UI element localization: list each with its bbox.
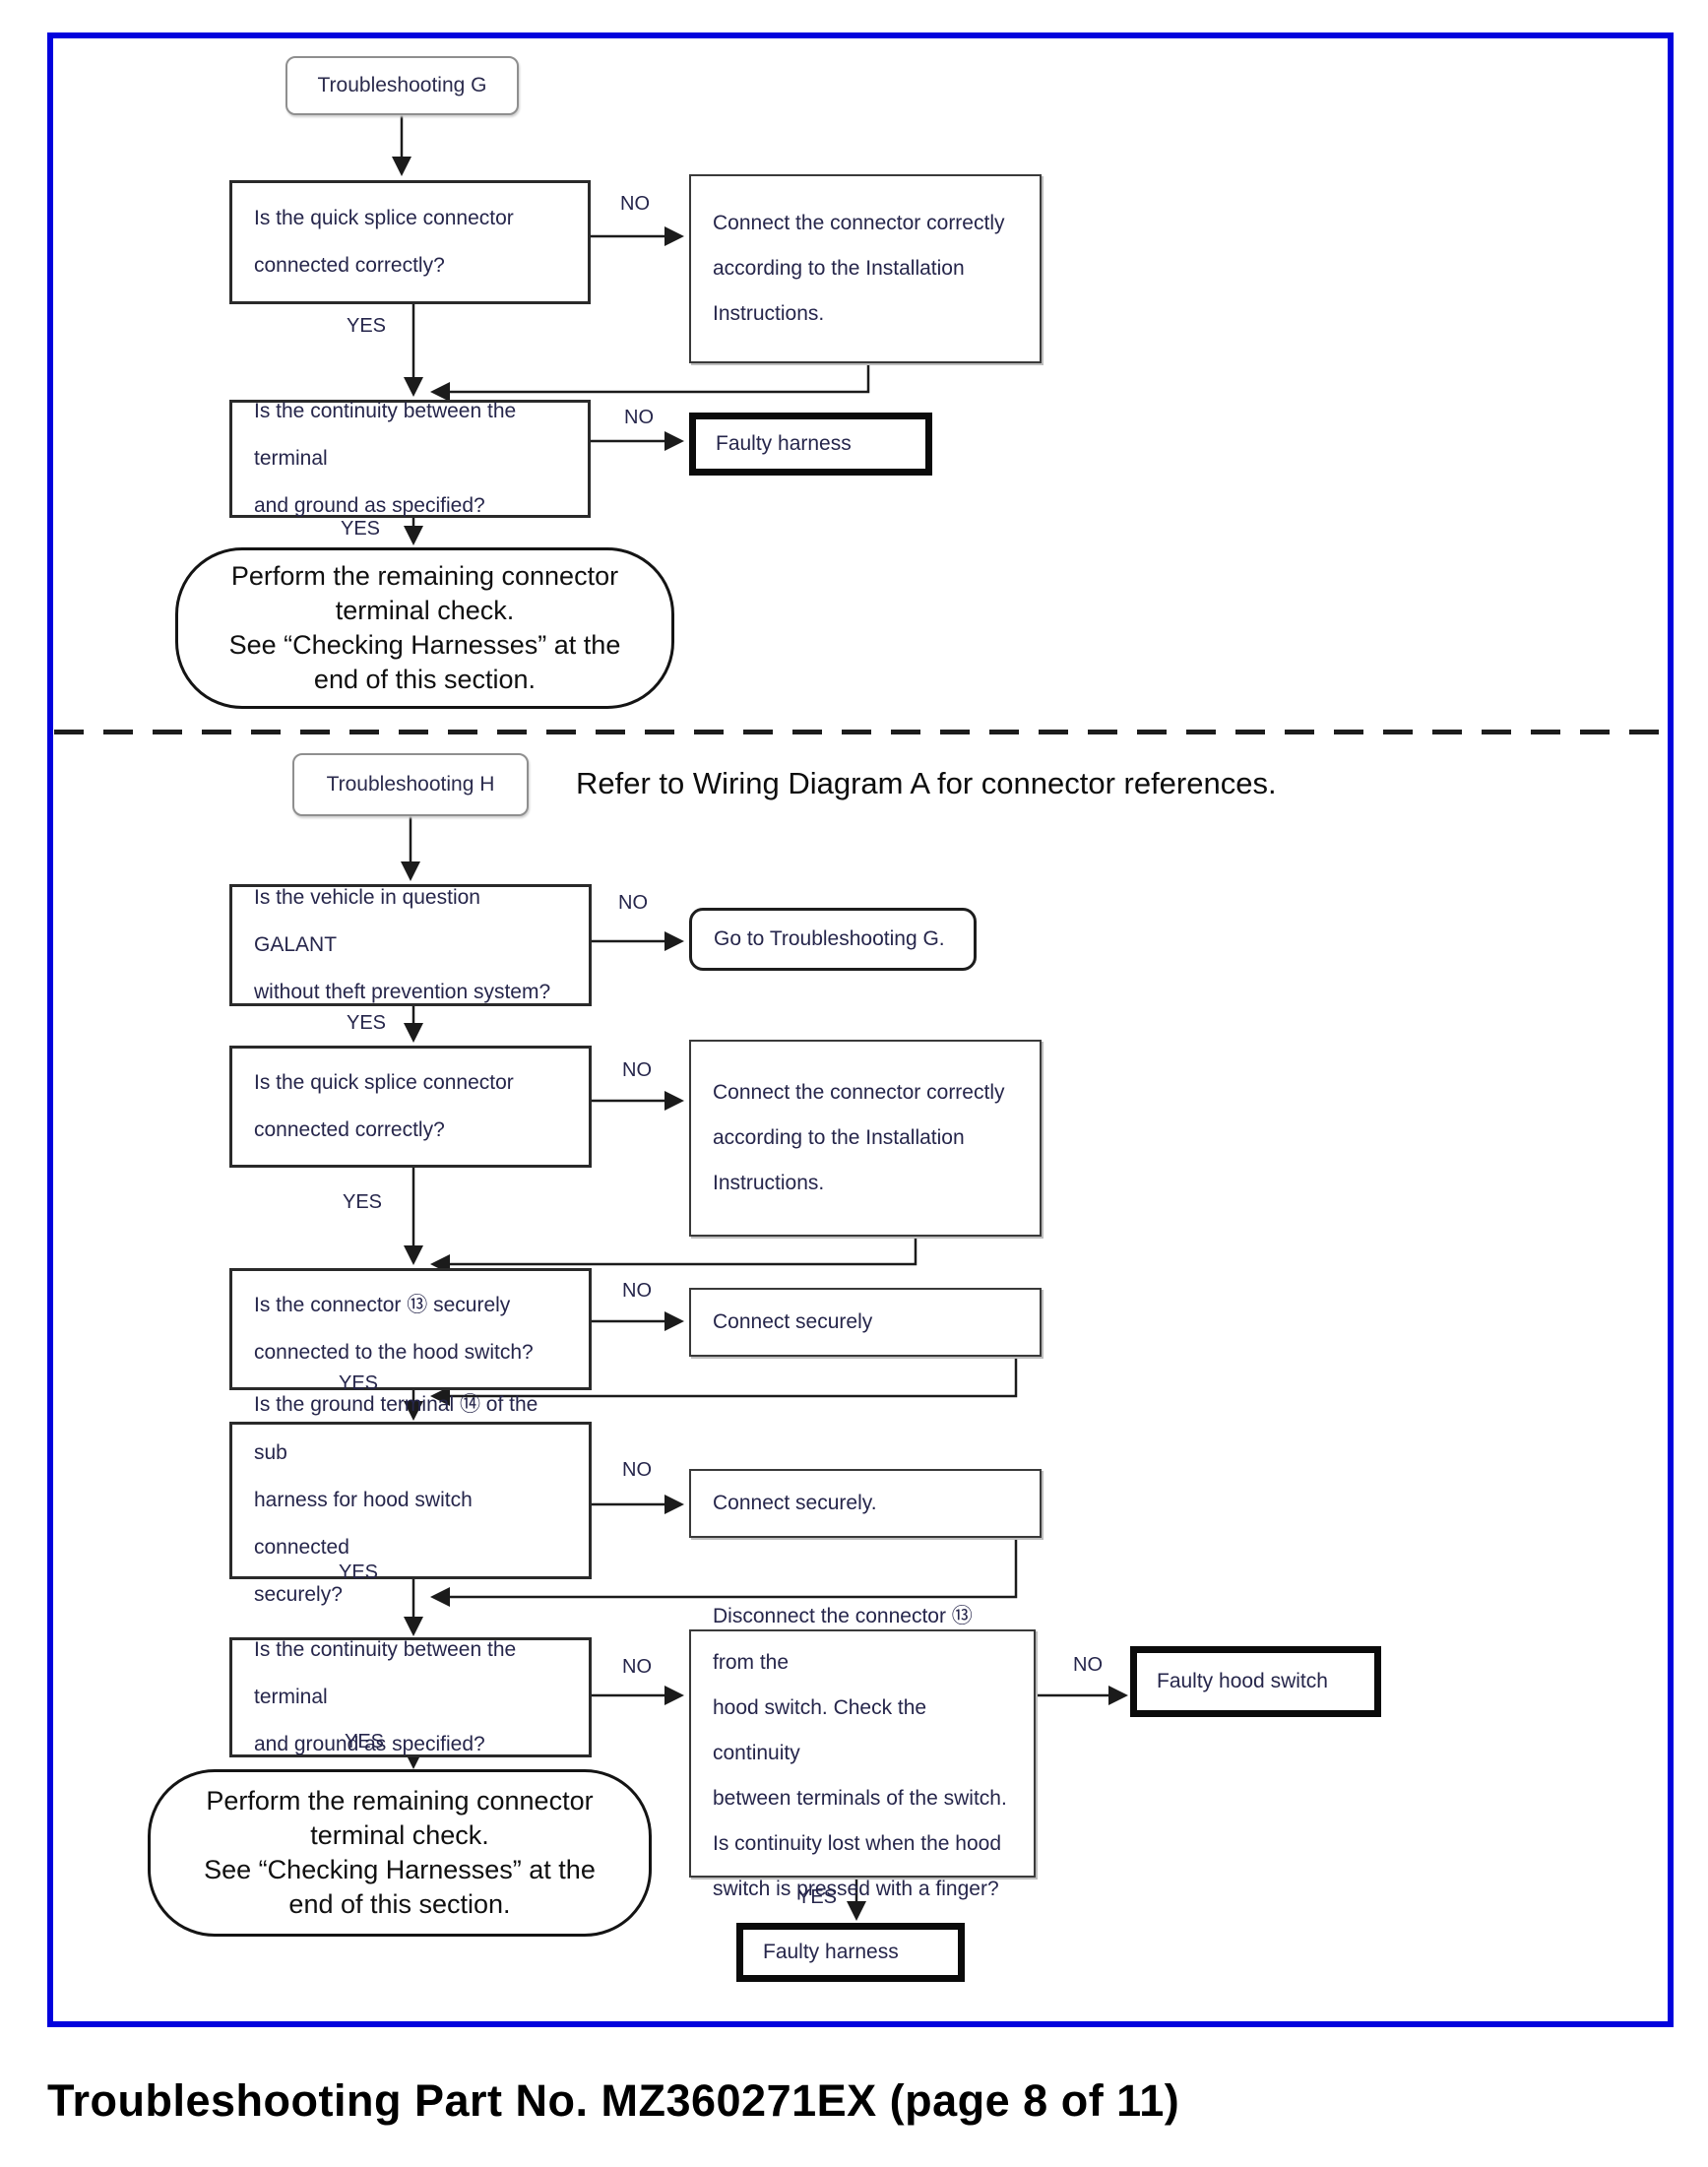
node-h-title: Troubleshooting H [292, 753, 529, 816]
node-g-question-splice-text: Is the quick splice connector connected … [254, 206, 514, 277]
label-g-no-1: NO [620, 193, 650, 215]
label-h-no-5: NO [622, 1656, 652, 1678]
node-h-question-connector: Is the connector ⑬ securely connected to… [229, 1268, 592, 1390]
node-h-question-ground-terminal-text: Is the ground terminal ⑭ of the sub harn… [254, 1393, 538, 1607]
node-h-action-connect-securely: Connect securely [689, 1288, 1042, 1357]
label-h-no-1: NO [618, 892, 648, 914]
node-h-terminator: Perform the remaining connector terminal… [148, 1769, 652, 1937]
node-g-terminator-text: Perform the remaining connector terminal… [228, 560, 621, 695]
node-g-faulty-harness: Faulty harness [689, 413, 932, 476]
label-h-no-4: NO [622, 1459, 652, 1481]
node-h-question-splice: Is the quick splice connector connected … [229, 1046, 592, 1168]
node-h-faulty-harness-text: Faulty harness [763, 1941, 899, 1963]
node-h-faulty-hood-switch: Faulty hood switch [1130, 1646, 1381, 1717]
node-g-title: Troubleshooting G [285, 56, 519, 115]
node-h-question-splice-text: Is the quick splice connector connected … [254, 1070, 514, 1141]
section-h-heading: Refer to Wiring Diagram A for connector … [576, 766, 1277, 800]
node-g-question-continuity-text: Is the continuity between the terminal a… [254, 399, 517, 518]
node-h-action-connect-securely-text: Connect securely [713, 1309, 873, 1333]
node-h-goto-g: Go to Troubleshooting G. [689, 908, 977, 971]
label-h-yes-2: YES [343, 1191, 383, 1213]
node-g-title-text: Troubleshooting G [317, 74, 487, 96]
node-h-question-vehicle: Is the vehicle in question GALANT withou… [229, 884, 592, 1006]
label-h-yes-6: YES [797, 1886, 838, 1908]
node-h-faulty-harness: Faulty harness [736, 1923, 965, 1982]
node-h-terminator-text: Perform the remaining connector terminal… [204, 1785, 596, 1920]
node-h-action-connect-securely-2-text: Connect securely. [713, 1491, 877, 1514]
node-g-question-splice: Is the quick splice connector connected … [229, 180, 591, 304]
section-divider-dashed [54, 730, 1663, 734]
label-h-yes-5: YES [345, 1731, 385, 1753]
node-h-action-disconnect-check: Disconnect the connector ⑬ from the hood… [689, 1605, 1036, 1900]
node-h-action-connect-install-text: Connect the connector correctly accordin… [713, 1080, 1005, 1195]
node-h-goto-g-text: Go to Troubleshooting G. [714, 927, 945, 950]
page-footer-caption: Troubleshooting Part No. MZ360271EX (pag… [47, 2075, 1180, 2126]
label-h-yes-4: YES [339, 1562, 379, 1583]
label-h-no-2: NO [622, 1059, 652, 1081]
node-h-title-text: Troubleshooting H [326, 773, 495, 796]
node-g-question-continuity: Is the continuity between the terminal a… [229, 400, 591, 518]
node-g-action-connect-install-text: Connect the connector correctly accordin… [713, 211, 1005, 326]
label-h-yes-1: YES [347, 1012, 387, 1034]
node-h-faulty-hood-switch-text: Faulty hood switch [1157, 1670, 1328, 1692]
node-g-action-connect-install: Connect the connector correctly accordin… [689, 174, 1042, 363]
node-h-action-connect-securely-2: Connect securely. [689, 1469, 1042, 1538]
node-h-action-disconnect-check-text: Disconnect the connector ⑬ from the hood… [713, 1605, 1007, 1901]
label-h-no-3: NO [622, 1280, 652, 1302]
node-h-question-continuity: Is the continuity between the terminal a… [229, 1637, 592, 1757]
label-g-yes-2: YES [341, 518, 381, 540]
label-h-no-6: NO [1073, 1654, 1103, 1676]
node-h-question-connector-text: Is the connector ⑬ securely connected to… [254, 1293, 534, 1364]
node-h-action-connect-install: Connect the connector correctly accordin… [689, 1040, 1042, 1237]
label-g-yes-1: YES [347, 315, 387, 337]
label-g-no-2: NO [624, 407, 654, 428]
node-h-question-vehicle-text: Is the vehicle in question GALANT withou… [254, 885, 551, 1004]
node-g-faulty-harness-text: Faulty harness [716, 432, 852, 455]
node-h-question-continuity-text: Is the continuity between the terminal a… [254, 1637, 517, 1756]
label-h-yes-3: YES [339, 1372, 379, 1394]
node-g-terminator: Perform the remaining connector terminal… [175, 547, 674, 709]
node-h-question-ground-terminal: Is the ground terminal ⑭ of the sub harn… [229, 1393, 592, 1606]
